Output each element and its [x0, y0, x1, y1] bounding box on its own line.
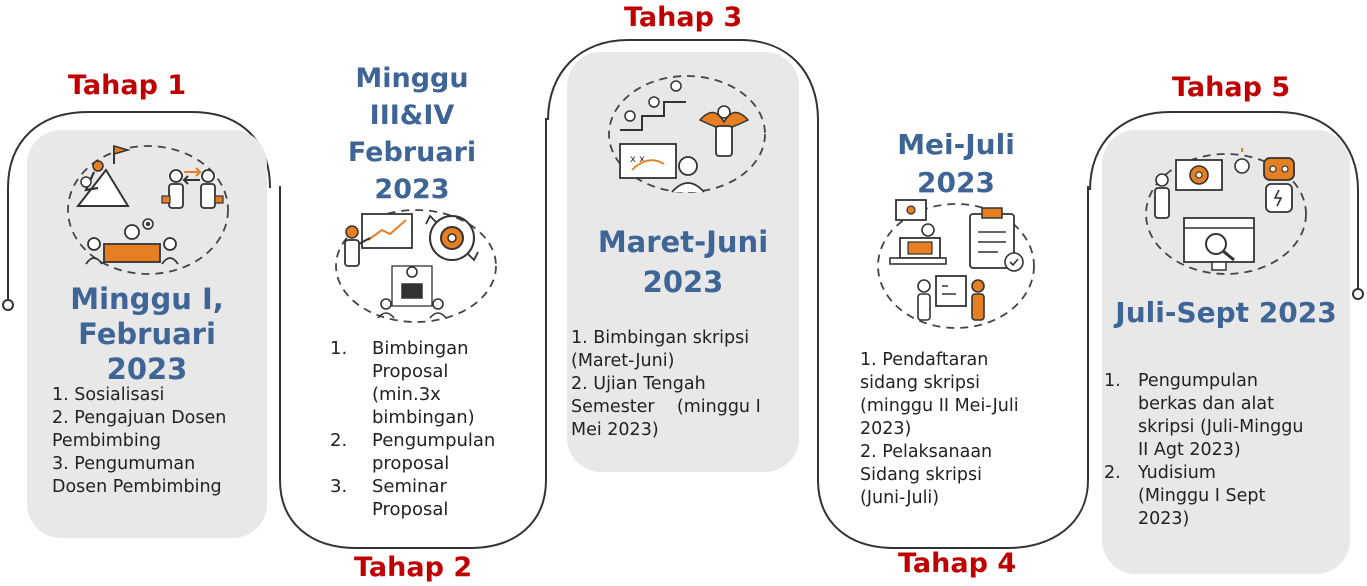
- stage-2-period-line: Februari: [347, 137, 477, 168]
- step-text: Dosen Pembimbing: [52, 477, 222, 497]
- step-item: 2. Yudisium (Minggu I Sept 2023): [1104, 462, 1344, 531]
- step-text: Mei 2023): [571, 420, 659, 440]
- stage-3-label: Tahap 3: [624, 2, 743, 33]
- step-item: 1. Pendaftaran sidang skripsi (minggu II…: [860, 349, 1080, 441]
- technology-analysis-icon: [1145, 148, 1307, 275]
- step-item: 2. Pengumpulan proposal: [330, 429, 530, 475]
- stage-5-label: Tahap 5: [1172, 72, 1291, 103]
- step-text: (Juni-Juli): [860, 488, 940, 508]
- stage-1-period-line: Februari: [78, 317, 216, 351]
- stage-3-panel: [567, 52, 799, 472]
- teamwork-mentoring-icon: [67, 145, 229, 275]
- step-text: Pembimbing: [52, 431, 161, 451]
- step-number: 3.: [330, 476, 348, 497]
- stage-3-period-line: Maret-Juni: [597, 225, 769, 259]
- stage-4-steps: 1. Pendaftaran sidang skripsi (minggu II…: [860, 349, 1080, 510]
- stage-1-period: Minggu I, Februari 2023: [30, 282, 264, 387]
- step-text: 2023): [860, 419, 912, 439]
- step-number: 1.: [330, 338, 348, 359]
- step-text: 3. Pengumuman: [52, 454, 196, 474]
- step-item: 2. Pengajuan Dosen Pembimbing: [52, 407, 267, 453]
- step-text: (Minggu I Sept: [1138, 486, 1266, 506]
- step-text: 1. Bimbingan skripsi: [571, 328, 750, 348]
- stage-5-period: Juli-Sept 2023: [1102, 294, 1350, 332]
- step-text: berkas dan alat: [1138, 394, 1274, 414]
- stage-2-period: Minggu III&IV Februari 2023: [296, 60, 528, 208]
- step-text: 2. Ujian Tengah: [571, 374, 706, 394]
- stage-1-period-line: 2023: [106, 352, 188, 386]
- stage-3-period-line: 2023: [642, 265, 724, 299]
- stage-3-period: Maret-Juni 2023: [567, 222, 799, 302]
- stage-4-period-line: Mei-Juli: [897, 128, 1015, 161]
- step-item: 2. Ujian Tengah Semester (minggu I Mei 2…: [571, 373, 801, 442]
- step-number: 2.: [330, 430, 348, 451]
- step-text: 2. Pelaksanaan: [860, 442, 993, 462]
- stage-4-period-line: 2023: [917, 166, 995, 199]
- step-text: 2023): [1138, 509, 1190, 529]
- stage-5-steps: 1. Pengumpulan berkas dan alat skripsi (…: [1104, 370, 1344, 531]
- stage-1-period-line: Minggu I,: [70, 282, 224, 316]
- step-text: skripsi (Juli-Minggu: [1138, 417, 1304, 437]
- step-item: 3. Pengumuman Dosen Pembimbing: [52, 453, 267, 499]
- stage-2-period-line: 2023: [374, 174, 450, 205]
- stage-1-steps: 1. Sosialisasi 2. Pengajuan Dosen Pembim…: [52, 384, 267, 499]
- step-item: 1. Bimbingan skripsi (Maret-Juni): [571, 327, 801, 373]
- stage-5-period-line: Juli-Sept 2023: [1115, 296, 1337, 329]
- step-text: Proposal: [372, 361, 449, 382]
- step-text: (min.3x: [372, 384, 441, 405]
- stage-2-label: Tahap 2: [354, 552, 473, 583]
- step-number: 1.: [1104, 371, 1121, 391]
- stage-3-steps: 1. Bimbingan skripsi (Maret-Juni) 2. Uji…: [571, 327, 801, 442]
- step-text: Sidang skripsi: [860, 465, 982, 485]
- step-item: 1. Bimbingan Proposal (min.3x bimbingan): [330, 337, 530, 429]
- step-item: 3. Seminar Proposal: [330, 475, 530, 521]
- step-text: Proposal: [372, 499, 449, 520]
- step-text: 1. Pendaftaran: [860, 350, 989, 370]
- step-item: 1. Pengumpulan berkas dan alat skripsi (…: [1104, 370, 1344, 462]
- step-text: Semester (minggu I: [571, 397, 761, 417]
- svg-text:x x: x x: [630, 154, 645, 165]
- step-text: Pengumpulan: [372, 430, 496, 451]
- stage-1-label: Tahap 1: [68, 70, 187, 101]
- stage-2-steps: 1. Bimbingan Proposal (min.3x bimbingan)…: [330, 337, 530, 521]
- proposal-process-icon: [335, 209, 497, 323]
- stage-4-label: Tahap 4: [898, 548, 1017, 579]
- step-text: proposal: [372, 453, 450, 474]
- step-text: Seminar: [372, 476, 447, 497]
- step-text: Yudisium: [1138, 463, 1216, 483]
- stage-4-period: Mei-Juli 2023: [846, 126, 1066, 202]
- step-text: II Agt 2023): [1138, 440, 1241, 460]
- step-item: 1. Sosialisasi: [52, 384, 267, 407]
- step-text: bimbingan): [372, 407, 475, 428]
- strategy-career-icon: x x: [608, 75, 766, 193]
- presentation-checklist-icon: [877, 199, 1035, 329]
- stage-2-period-line: Minggu: [355, 63, 469, 94]
- step-text: (minggu II Mei-Juli: [860, 396, 1019, 416]
- stage-5-panel: [1102, 130, 1350, 574]
- step-item: 2. Pelaksanaan Sidang skripsi (Juni-Juli…: [860, 441, 1080, 510]
- step-text: 1. Sosialisasi: [52, 385, 165, 405]
- step-text: Bimbingan: [372, 338, 469, 359]
- step-text: sidang skripsi: [860, 373, 980, 393]
- step-text: Pengumpulan: [1138, 371, 1258, 391]
- step-text: (Maret-Juni): [571, 351, 675, 371]
- stage-2-period-line: III&IV: [369, 100, 455, 131]
- step-text: 2. Pengajuan Dosen: [52, 408, 227, 428]
- step-number: 2.: [1104, 463, 1121, 483]
